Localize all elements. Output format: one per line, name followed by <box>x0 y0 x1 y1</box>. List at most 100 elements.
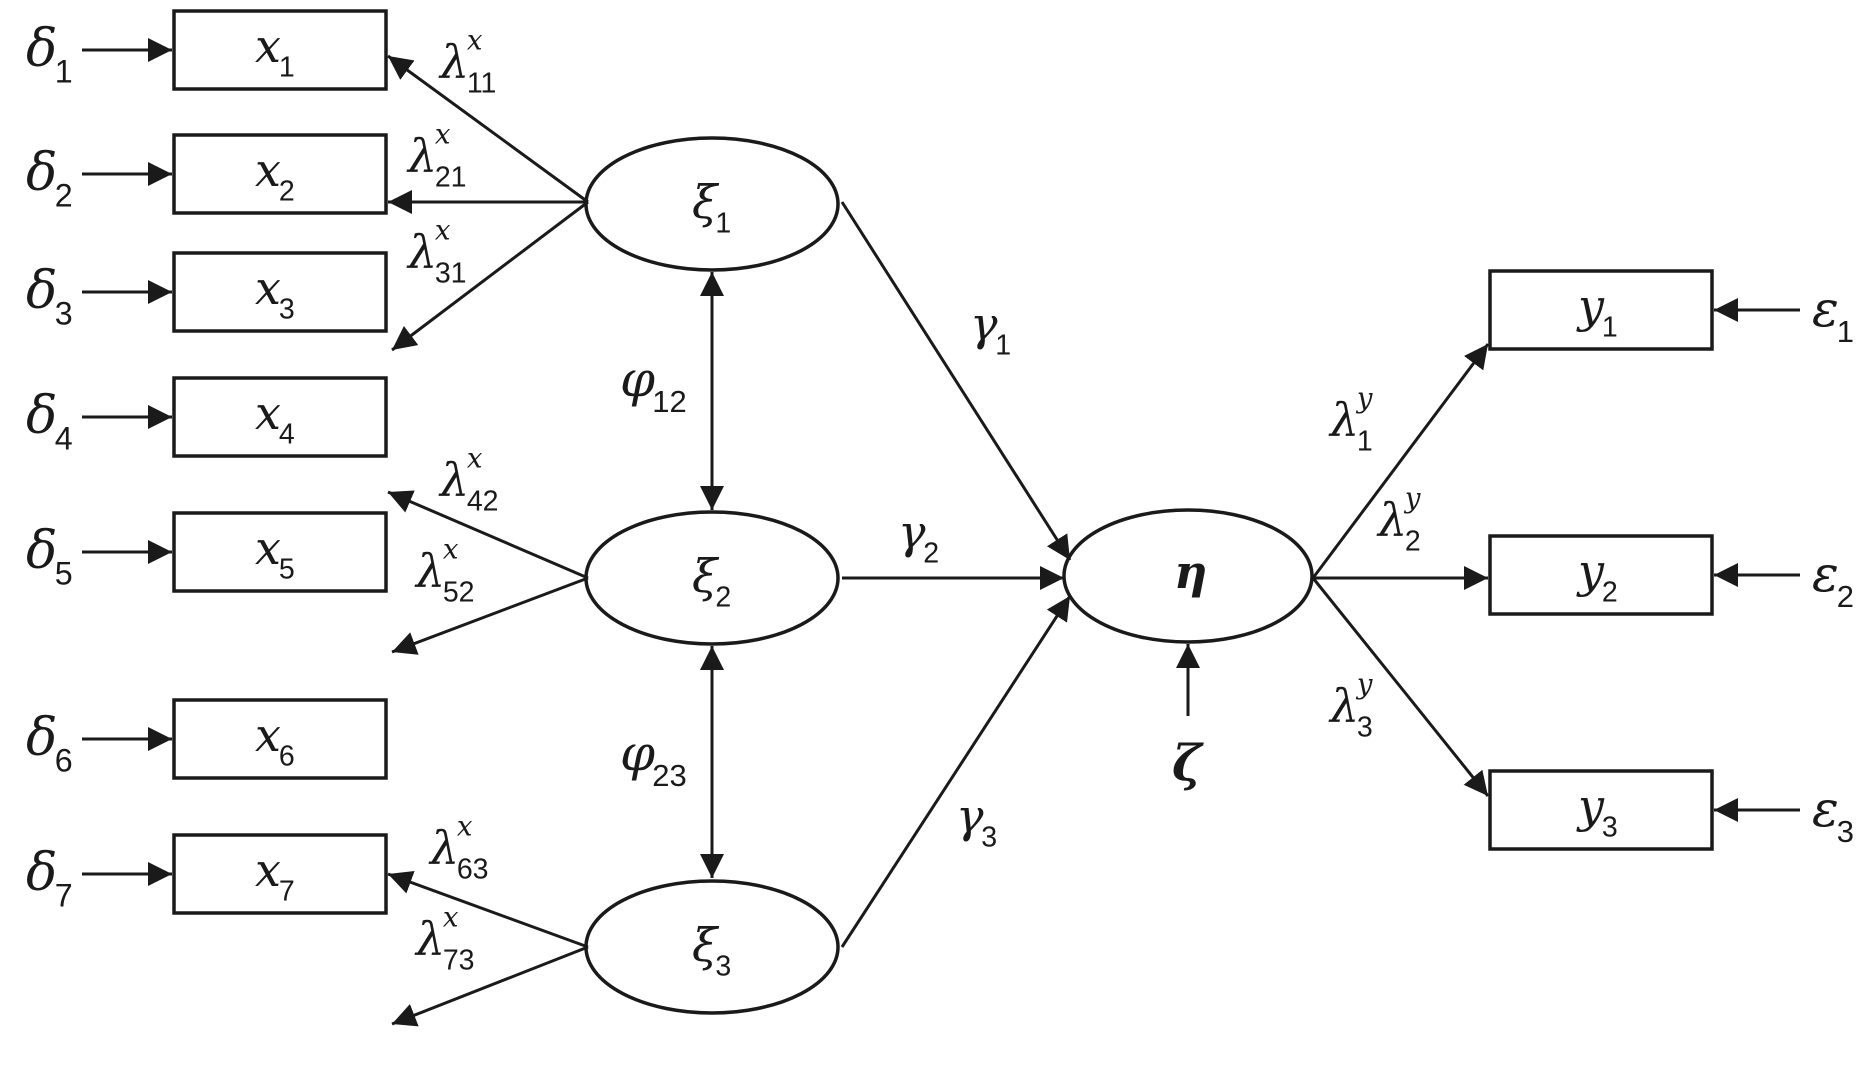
loading-label-x4-symbol: λ <box>438 453 469 507</box>
covariance-label-xi2-xi3-subscript: 23 <box>652 758 686 793</box>
observed-box-y3 <box>1488 769 1714 851</box>
structural-arrow-xi3-eta <box>840 595 1072 948</box>
error-label-e3-symbol: ε <box>1812 780 1839 838</box>
latent-label-xi1-subscript: 1 <box>715 208 731 240</box>
loading-label-x7-superscript: x <box>443 900 459 933</box>
loading-label-x1-symbol: λ <box>438 35 469 89</box>
observed-label-x2-symbol: x <box>255 143 281 197</box>
structural-label-xi3-subscript: 3 <box>981 822 997 854</box>
observed-box-x1 <box>172 9 388 91</box>
observed-label-x3-subscript: 3 <box>279 294 295 326</box>
latent-label-eta-symbol: η <box>1174 545 1207 599</box>
error-label-d6-symbol: δ <box>26 708 57 768</box>
loading-label-y2-superscript: y <box>1403 481 1421 514</box>
loading-label-x2-superscript: x <box>435 117 451 150</box>
loading-label-x4-superscript: x <box>467 441 483 474</box>
loading-label-x1-superscript: x <box>467 23 483 56</box>
loading-label-x6-subscript: 63 <box>457 854 489 886</box>
covariance-label-xi1-xi2-symbol: φ <box>620 350 655 408</box>
observed-box-x2 <box>172 133 388 215</box>
observed-label-x1-symbol: x <box>255 19 281 73</box>
error-label-d3-subscript: 3 <box>55 296 73 332</box>
observed-box-x7 <box>172 833 388 915</box>
observed-box-x5 <box>172 511 388 593</box>
observed-label-x4-symbol: x <box>255 386 281 440</box>
latent-label-xi3-symbol: ξ <box>692 918 720 972</box>
error-label-d7-subscript: 7 <box>55 878 73 914</box>
error-label-e2-symbol: ε <box>1812 545 1839 603</box>
loading-label-x5-subscript: 52 <box>443 577 475 609</box>
structural-label-xi1-subscript: 1 <box>995 330 1011 362</box>
error-label-d2-subscript: 2 <box>55 178 73 214</box>
loading-label-x4-subscript: 42 <box>467 486 499 518</box>
error-label-d5-subscript: 5 <box>55 556 73 592</box>
latent-label-xi1-symbol: ξ <box>692 175 720 229</box>
error-label-e1-subscript: 1 <box>1837 314 1854 349</box>
observed-label-x3-symbol: x <box>255 261 281 315</box>
observed-label-y2-symbol: y <box>1576 544 1605 598</box>
loading-label-x7-subscript: 73 <box>443 945 475 977</box>
loading-label-y1-subscript: 1 <box>1357 426 1373 458</box>
error-label-d5-symbol: δ <box>26 521 57 581</box>
loading-label-y3-subscript: 3 <box>1357 712 1373 744</box>
error-label-d4-subscript: 4 <box>55 421 73 457</box>
error-label-d3-symbol: δ <box>26 261 57 321</box>
loading-arrow-eta-y3 <box>1311 577 1490 797</box>
loading-label-x3-subscript: 31 <box>435 258 467 290</box>
loading-label-y2-subscript: 2 <box>1405 526 1421 558</box>
loading-arrow-eta-y1 <box>1311 343 1490 579</box>
loading-label-x3-symbol: λ <box>406 225 437 279</box>
observed-box-y1 <box>1488 269 1714 351</box>
observed-label-x6-subscript: 6 <box>279 741 295 773</box>
loading-arrow-xi3-x6 <box>387 870 589 949</box>
disturbance-label-zeta-symbol: ζ <box>1172 733 1204 792</box>
latent-label-xi3-subscript: 3 <box>715 951 731 983</box>
error-label-e2-subscript: 2 <box>1837 579 1854 614</box>
observed-box-y2 <box>1488 534 1714 616</box>
loading-label-x7-symbol: λ <box>414 912 445 966</box>
observed-box-x4 <box>172 376 388 458</box>
loading-label-x6-superscript: x <box>457 809 473 842</box>
observed-label-y1-subscript: 1 <box>1602 312 1618 344</box>
observed-label-y3-symbol: y <box>1576 779 1605 833</box>
loading-label-x5-superscript: x <box>443 532 459 565</box>
latent-label-xi2-subscript: 2 <box>715 582 731 614</box>
observed-label-x5-symbol: x <box>255 521 281 575</box>
observed-label-y2-subscript: 2 <box>1602 577 1618 609</box>
loading-arrow-xi2-x5 <box>391 576 589 655</box>
error-label-d4-symbol: δ <box>26 386 57 446</box>
error-label-d6-subscript: 6 <box>55 743 73 779</box>
structural-label-xi1-symbol: γ <box>970 297 998 351</box>
structural-label-xi2-subscript: 2 <box>923 538 939 570</box>
observed-label-x1-subscript: 1 <box>279 52 295 84</box>
loading-label-y1-superscript: y <box>1355 381 1373 414</box>
error-label-d1-subscript: 1 <box>55 54 73 90</box>
loading-label-x2-symbol: λ <box>406 129 437 183</box>
observed-box-x6 <box>172 698 388 780</box>
observed-label-x5-subscript: 5 <box>279 554 295 586</box>
loading-label-y2-symbol: λ <box>1376 493 1407 547</box>
observed-label-x7-symbol: x <box>255 843 281 897</box>
error-label-d1-symbol: δ <box>26 19 57 79</box>
loading-arrow-xi3-x7 <box>391 945 589 1027</box>
latent-ellipse-eta <box>1062 508 1314 644</box>
structural-label-xi2-symbol: γ <box>898 505 926 559</box>
loading-label-x5-symbol: λ <box>414 544 445 598</box>
loading-label-x2-subscript: 21 <box>435 162 467 194</box>
error-label-e3-subscript: 3 <box>1837 814 1854 849</box>
observed-label-x6-symbol: x <box>255 708 281 762</box>
observed-label-x4-subscript: 4 <box>279 419 295 451</box>
loading-label-y3-superscript: y <box>1355 667 1373 700</box>
structural-arrow-xi1-eta <box>840 201 1072 561</box>
loading-arrow-xi1-x1 <box>387 54 589 204</box>
loading-label-y3-symbol: λ <box>1328 679 1359 733</box>
loading-label-y1-symbol: λ <box>1328 393 1359 447</box>
error-label-d7-symbol: δ <box>26 843 57 903</box>
loading-arrow-xi2-x4 <box>387 490 589 580</box>
observed-label-y3-subscript: 3 <box>1602 812 1618 844</box>
covariance-label-xi1-xi2-subscript: 12 <box>652 384 686 419</box>
covariance-label-xi2-xi3-symbol: φ <box>620 724 655 782</box>
structural-label-xi3-symbol: γ <box>956 789 984 843</box>
observed-box-x3 <box>172 251 388 333</box>
